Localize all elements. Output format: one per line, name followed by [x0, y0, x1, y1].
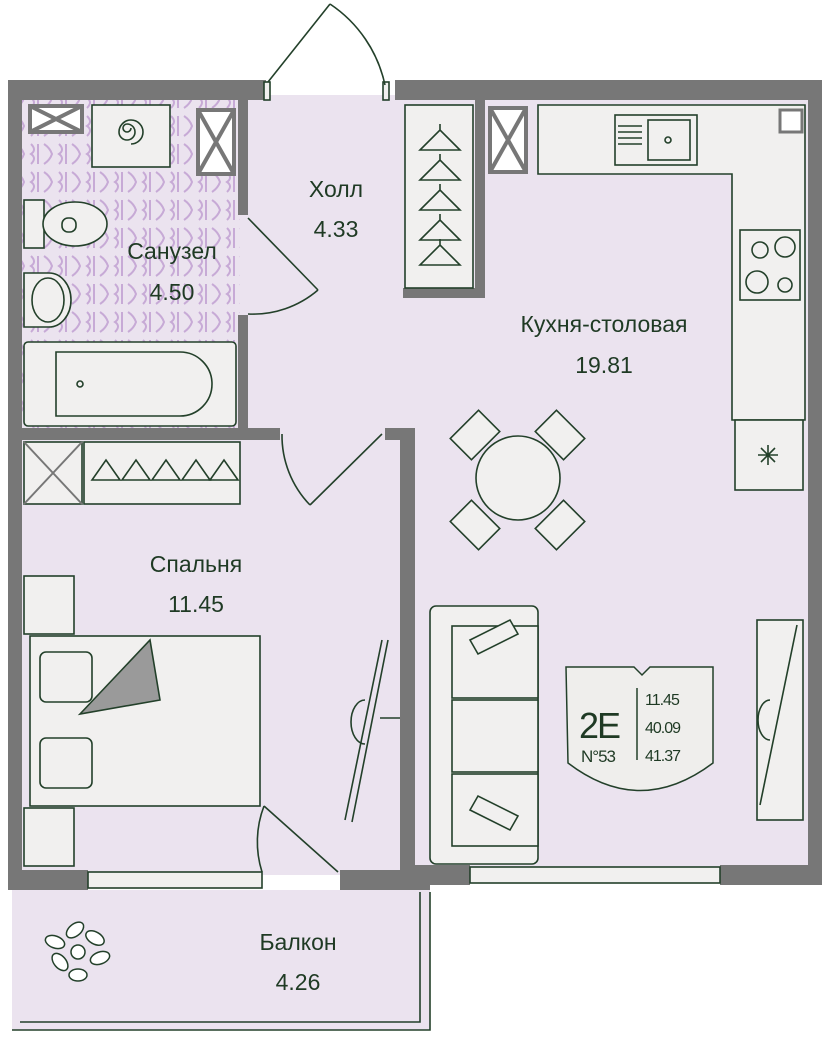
fridge-icon	[734, 419, 804, 491]
room-name: Спальня	[150, 551, 242, 577]
toilet-icon	[23, 199, 108, 249]
kitchen-counter	[537, 104, 806, 421]
label-kitchen: Кухня-столовая 19.81	[521, 311, 688, 378]
washing-machine-icon	[91, 104, 171, 168]
shaft-box-icon	[196, 108, 236, 176]
room-name: Санузел	[127, 238, 217, 264]
bedroom-window	[87, 871, 263, 889]
bathroom-door[interactable]	[247, 217, 319, 315]
balcony-door[interactable]	[256, 805, 339, 873]
apartment-type: 2E	[579, 705, 620, 746]
kitchen-window	[469, 866, 721, 884]
label-bedroom: Спальня 11.45	[150, 551, 242, 617]
total-area-with-balcony: 41.37	[645, 748, 681, 765]
apartment-badge: 2E N°53 11.45 40.09 41.37	[565, 666, 714, 792]
entrance-door[interactable]	[263, 3, 390, 101]
room-name: Кухня-столовая	[521, 311, 688, 337]
room-area: 4.50	[150, 279, 195, 305]
bedroom-door[interactable]	[281, 433, 383, 506]
room-area: 4.33	[314, 216, 359, 242]
room-area: 19.81	[575, 352, 633, 378]
room-area: 4.26	[276, 969, 321, 995]
ventilation-box-icon	[28, 104, 84, 134]
walls	[8, 80, 822, 890]
bed	[23, 575, 261, 867]
total-area: 40.09	[645, 720, 681, 737]
sink-icon	[23, 272, 72, 328]
sofa	[429, 605, 539, 865]
room-area: 11.45	[168, 591, 224, 617]
balcony-railing	[12, 892, 431, 1031]
hall-wardrobe	[404, 104, 474, 289]
room-name: Холл	[309, 176, 363, 202]
label-balcony: Балкон 4.26	[259, 929, 336, 995]
plant-icon	[44, 921, 111, 982]
kitchen-shaft-icon	[488, 106, 528, 174]
dining-table	[449, 409, 586, 551]
label-hall: Холл 4.33	[309, 176, 363, 242]
kitchen-sink-icon	[614, 114, 698, 166]
bathtub-icon	[23, 341, 237, 427]
cooktop-icon	[739, 229, 801, 301]
apartment-number: N°53	[581, 747, 616, 766]
balcony-floor	[12, 890, 430, 1030]
bedroom-tv	[344, 639, 400, 823]
label-bathroom: Санузел 4.50	[127, 238, 217, 305]
kitchen-tv	[756, 619, 804, 821]
living-area: 11.45	[645, 692, 680, 709]
room-name: Балкон	[259, 929, 336, 955]
vent-icon	[778, 108, 804, 134]
bedroom-wardrobe	[23, 441, 241, 505]
